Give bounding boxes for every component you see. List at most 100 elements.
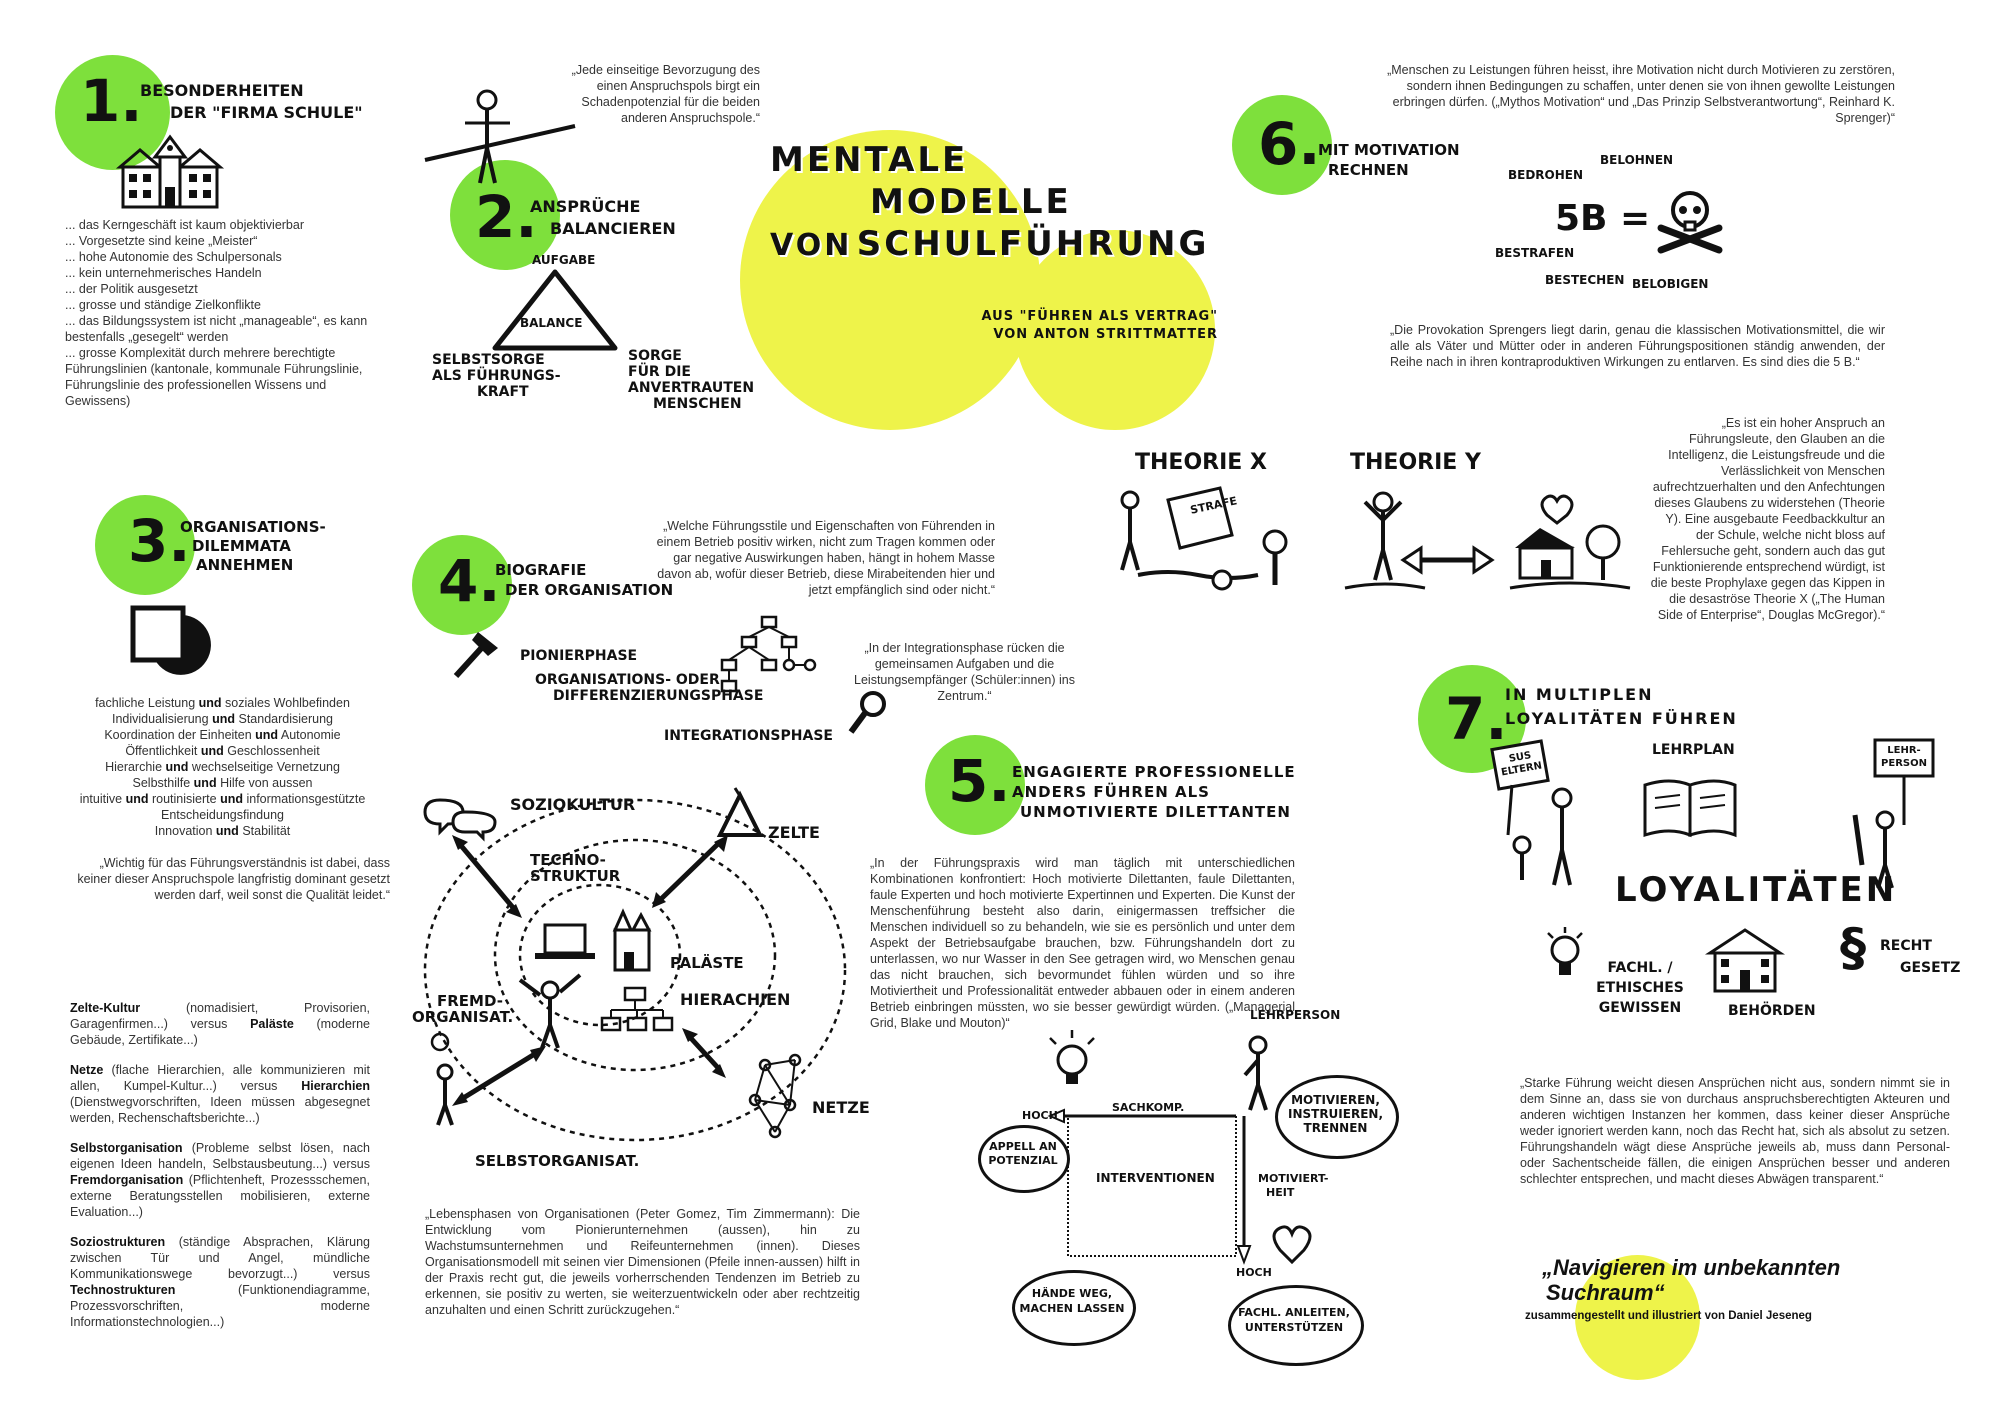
label-selbstorganisation: Selbstorganisat. [475,1152,640,1170]
section2-title-2: balancieren [550,219,676,238]
motto: „Navigieren im unbekannten Suchraum“ [1542,1255,1840,1305]
label-motivieren: Motivieren, instruieren, trennen [1287,1093,1384,1135]
section2-title: Ansprüche balancieren [530,196,676,240]
list-item: ... grosse und ständige Zielkonflikte [65,298,261,312]
section4-quote: „Welche Führungsstile und Eigenschaften … [656,519,995,597]
axe-icon [453,632,498,679]
label-hoch-x: Hoch [1022,1109,1058,1122]
list-item: fachliche Leistung und soziales Wohlbefi… [95,696,350,710]
list-item: ... das Bildungssystem ist nicht „manage… [65,314,368,344]
section4-quote2: „In der Integrationsphase rücken die gem… [854,641,1075,703]
list-item: ... der Politik ausgesetzt [65,282,198,296]
section1-circle [55,55,170,170]
motto-line-1: „Navigieren im unbekannten [1542,1255,1841,1280]
theory-y-illustration [1344,491,1631,590]
section5-title: Engagierte Professionelle anders führen … [1012,763,1296,821]
label-sachkomp: Sachkomp. [1112,1101,1185,1114]
section4-circle [412,535,512,635]
section4-number: 4. [438,547,501,615]
title-circle-large [740,130,1040,430]
list-item: ... kein unternehmerisches Handeln [65,266,262,280]
tightrope-walker-icon [424,89,576,184]
label-motiviertheit: Motiviert- heit [1258,1172,1329,1199]
balance-triangle [492,269,618,351]
phase-differentiation: Organisations- oder Differenzierungsphas… [535,672,764,704]
section4-quote3: „Lebensphasen von Organisationen (Peter … [425,1207,860,1317]
section7-quote: „Starke Führung weicht diesen Ansprüchen… [1520,1076,1950,1186]
label-lehrplan: Lehrplan [1652,742,1735,758]
triangle-left-label: Selbstsorge als Führungs- kraft [432,352,561,400]
label-netze: Netze [812,1098,870,1117]
credit: zusammengestellt und illustriert von Dan… [1525,1310,1812,1322]
list-item: Hierarchie und wechselseitige Vernetzung [105,760,340,774]
list-item: Selbsthilfe und Hilfe von aussen [132,776,313,790]
authority-building-icon [1704,928,1786,993]
section1-title-2: der "Firma Schule" [170,103,363,122]
label-loyalitaeten: Loyalitäten [1615,870,1898,910]
section6-quote2: „Die Provokation Sprengers liegt darin, … [1390,323,1885,369]
magnifier-icon [848,691,886,734]
title-line-3b: Schulführung [856,224,1210,264]
label-interventionen: Interventionen [1096,1171,1215,1185]
label-bestrafen: Bestrafen [1495,246,1575,260]
section6-circle [1232,95,1332,195]
list-item: ... hohe Autonomie des Schulpersonals [65,250,282,264]
section6-quote: „Menschen zu Leistungen führen heisst, i… [1387,63,1895,125]
motto-line-2: Suchraum“ [1546,1280,1665,1305]
glossary-item: Selbstorganisation (Probleme selbst löse… [70,1141,370,1219]
label-hierarchien: Hierachien [680,990,791,1009]
bubble-motivieren [1275,1075,1399,1159]
title-subtitle: aus "Führen als Vertrag" von Anton Strit… [950,308,1218,344]
label-palaeste: Paläste [670,954,744,972]
bubble-haende [1012,1270,1136,1346]
section2-circle [450,160,560,270]
label-theorie-x: Theorie X [1135,450,1267,475]
section4-title: Biografie der Organisation [495,561,674,599]
label-hoch-y: Hoch [1236,1266,1272,1279]
triangle-right-label: Sorge für die anvertrauten Menschen [628,348,755,412]
section1-list: ... das Kerngeschäft ist kaum objektivie… [65,217,385,409]
list-item: intuitive und routinisierte und informat… [79,792,366,822]
section5-number: 5. [948,747,1011,815]
label-lehrperson: Lehrperson [1250,1008,1341,1022]
main-title: Mentale Modelle von Schulführung [770,140,1230,264]
label-belohnen: Belohnen [1600,153,1674,167]
label-theorie-y: Theorie Y [1350,450,1481,475]
section2-quote: „Jede einseitige Bevorzugung des einen A… [571,63,760,125]
section6-number: 6. [1258,110,1321,178]
section7-title: in multiplen Loyalitäten führen [1505,685,1738,728]
list-item: ... Vorgesetzte sind keine „Meister“ [65,234,258,248]
label-recht-gesetz: Recht Gesetz [1880,938,1961,976]
section3-quote: „Wichtig für das Führungsverständnis ist… [77,856,390,902]
section6-quote3: „Es ist ein hoher Anspruch an Führungsle… [1650,416,1885,622]
label-fremdorganisation: Fremd- organisat. [412,992,514,1026]
bubble-appell [978,1125,1070,1193]
list-item: Öffentlichkeit und Geschlossenheit [125,744,320,758]
section7-number: 7. [1445,685,1508,753]
title-line-2: Modelle [870,182,1072,222]
section6-title: mit Motivation rechnen [1318,141,1460,179]
theory-x-illustration [1120,486,1288,591]
phase-pioneer: Pionierphase [520,648,638,664]
list-item: Koordination der Einheiten und Autonomie [104,728,341,742]
label-5b: 5B = [1555,198,1651,239]
title-line-3a: von [770,228,853,263]
footer-circle [1575,1255,1700,1380]
label-haende: Hände weg, machen lassen [1019,1287,1125,1315]
square-circle-icon [130,605,211,675]
label-bedrohen: Bedrohen [1508,168,1584,182]
managerial-grid-diagram [1047,1030,1312,1265]
lifecycle-diagram [423,787,847,1142]
section5-circle [925,735,1025,835]
title-sub-2: von Anton Strittmatter [993,327,1218,342]
label-belobigen: Belobigen [1632,277,1709,291]
list-item: ... das Kerngeschäft ist kaum objektivie… [65,218,305,232]
section3-pairs: fachliche Leistung und soziales Wohlbefi… [55,695,390,839]
glossary-item: Zelte-Kultur (nomadisiert, Provisorien, … [70,1001,370,1047]
label-soziokultur: Soziokultur [510,795,636,814]
title-sub-1: aus "Führen als Vertrag" [981,309,1218,324]
school-building-icon [115,134,225,209]
label-appell: Appell an Potenzial [988,1140,1058,1167]
section5-quote: „In der Führungspraxis wird man täglich … [870,856,1295,1030]
list-item: Individualisierung und Standardisierung [112,712,333,726]
